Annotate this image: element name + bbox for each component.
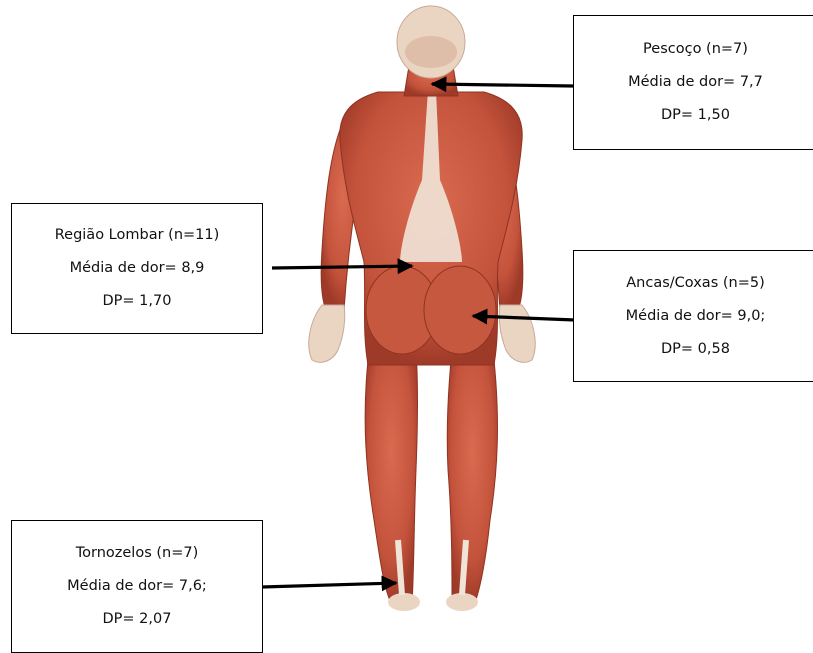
neck-sd-label: DP= 1,50	[661, 99, 730, 132]
lumbar-region-label: Região Lombar (n=11)	[55, 219, 220, 252]
neck-pain-annotation: Pescoço (n=7) Média de dor= 7,7 DP= 1,50	[573, 15, 813, 150]
lumbar-pain-annotation: Região Lombar (n=11) Média de dor= 8,9 D…	[11, 203, 263, 334]
lumbar-sd-label: DP= 1,70	[103, 285, 172, 318]
neck-region-label: Pescoço (n=7)	[643, 33, 748, 66]
arrow-lumbar	[272, 266, 412, 268]
ankles-pain-annotation: Tornozelos (n=7) Média de dor= 7,6; DP= …	[11, 520, 263, 653]
hips-mean-label: Média de dor= 9,0;	[626, 300, 766, 333]
lumbar-mean-label: Média de dor= 8,9	[70, 252, 205, 285]
human-body-back-view	[309, 6, 535, 611]
hips-region-label: Ancas/Coxas (n=5)	[626, 267, 764, 300]
arrow-neck	[432, 84, 573, 86]
arrow-ankles	[262, 583, 396, 587]
ankles-mean-label: Média de dor= 7,6;	[67, 570, 207, 603]
hips-sd-label: DP= 0,58	[661, 333, 730, 366]
hips-thighs-pain-annotation: Ancas/Coxas (n=5) Média de dor= 9,0; DP=…	[573, 250, 813, 382]
ankles-region-label: Tornozelos (n=7)	[76, 537, 199, 570]
ankles-sd-label: DP= 2,07	[103, 603, 172, 636]
neck-mean-label: Média de dor= 7,7	[628, 66, 763, 99]
